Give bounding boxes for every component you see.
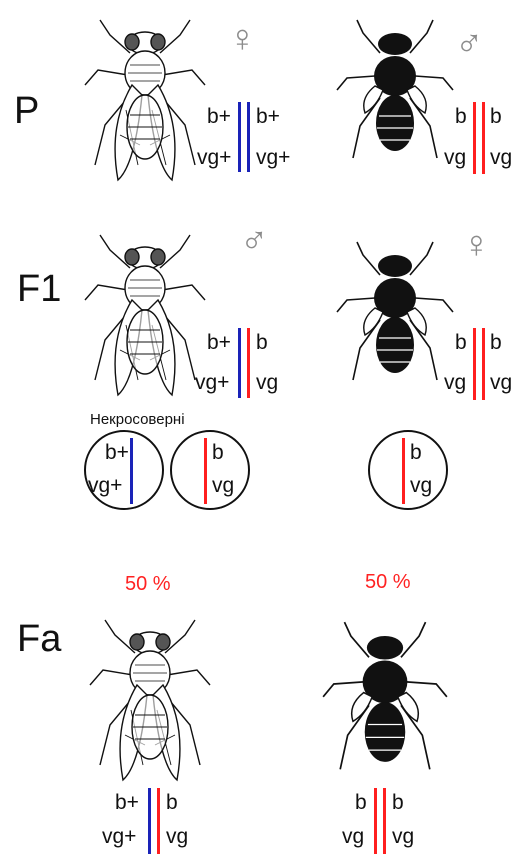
chromosome-right	[482, 102, 485, 174]
chromosome-right	[383, 788, 386, 854]
allele-top: b	[410, 442, 422, 463]
p-male-black-vestigial-fly	[335, 18, 455, 168]
chromosome-left	[238, 328, 241, 398]
percentage-right: 50 %	[365, 572, 411, 592]
allele-right-top: b	[166, 792, 178, 813]
chromosome	[204, 438, 207, 504]
chromosome	[402, 438, 405, 504]
allele-right-top: b	[490, 106, 502, 127]
gametes-caption: Некросоверні	[90, 412, 245, 427]
allele-right-bottom: vg	[166, 826, 188, 847]
allele-left-bottom: vg+	[102, 826, 136, 847]
allele-left-bottom: vg+	[195, 372, 229, 393]
fa-left-wild-type-fly	[85, 615, 215, 790]
allele-left-top: b+	[115, 792, 139, 813]
allele-left-top: b+	[207, 106, 231, 127]
fa-right-black-vestigial-fly	[320, 620, 450, 780]
gamete-2: b vg	[170, 430, 250, 510]
allele-left-bottom: vg+	[197, 147, 231, 168]
gamete-3: b vg	[368, 430, 448, 510]
allele-right-top: b	[256, 332, 268, 353]
allele-left-top: b	[355, 792, 367, 813]
generation-label-p: P	[14, 92, 39, 130]
allele-top: b+	[105, 442, 129, 463]
chromosome-left	[374, 788, 377, 854]
generation-label-f1: F1	[17, 270, 61, 308]
f1-male-wild-type-fly	[80, 230, 210, 405]
percentage-left: 50 %	[125, 574, 171, 594]
allele-left-top: b+	[207, 332, 231, 353]
allele-left-bottom: vg	[444, 147, 466, 168]
chromosome-left	[473, 328, 476, 400]
female-symbol-icon: ♀	[228, 20, 257, 58]
allele-right-top: b+	[256, 106, 280, 127]
allele-bottom: vg	[410, 475, 432, 496]
allele-bottom: vg+	[88, 475, 122, 496]
allele-top: b	[212, 442, 224, 463]
female-symbol-icon: ♀	[462, 226, 491, 264]
male-symbol-icon: ♂	[455, 25, 484, 63]
chromosome-left	[238, 102, 241, 172]
allele-right-bottom: vg+	[256, 147, 290, 168]
f1-female-black-vestigial-fly	[335, 240, 455, 390]
allele-left-top: b	[455, 332, 467, 353]
chromosome-right	[482, 328, 485, 400]
male-symbol-icon: ♂	[240, 222, 269, 260]
chromosome-left	[473, 102, 476, 174]
allele-left-bottom: vg	[444, 372, 466, 393]
allele-right-top: b	[392, 792, 404, 813]
allele-left-bottom: vg	[342, 826, 364, 847]
chromosome-right	[247, 102, 250, 172]
allele-right-top: b	[490, 332, 502, 353]
allele-right-bottom: vg	[490, 372, 512, 393]
p-female-wild-type-fly	[80, 15, 210, 190]
allele-left-top: b	[455, 106, 467, 127]
allele-right-bottom: vg	[392, 826, 414, 847]
chromosome-right	[157, 788, 160, 854]
allele-right-bottom: vg	[256, 372, 278, 393]
generation-label-fa: Fa	[17, 620, 61, 658]
allele-bottom: vg	[212, 475, 234, 496]
gamete-1: b+ vg+	[84, 430, 164, 510]
allele-right-bottom: vg	[490, 147, 512, 168]
chromosome	[130, 438, 133, 504]
chromosome-right	[247, 328, 250, 398]
chromosome-left	[148, 788, 151, 854]
